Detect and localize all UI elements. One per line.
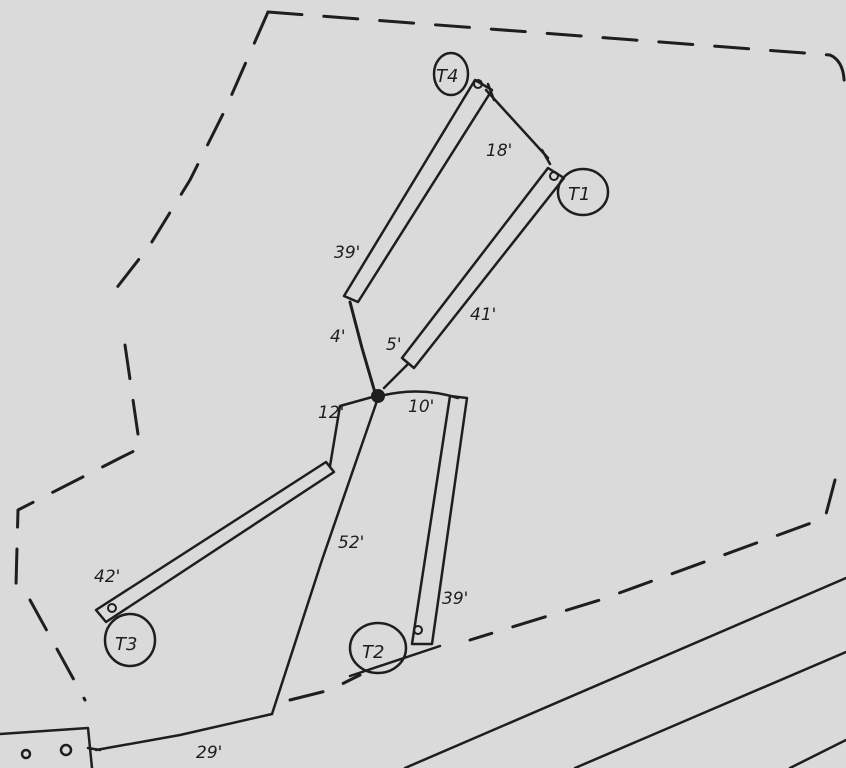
tube-right-top: [400, 166, 566, 370]
wire-bottom-run: [94, 712, 274, 752]
label-short-right: 5': [386, 335, 402, 355]
terminal-circle-t1: [556, 167, 610, 217]
terminal-circle-t3: [103, 612, 157, 668]
terminal-circle-t2: [348, 621, 408, 675]
box-screw-right: [59, 743, 73, 757]
label-left-joint: 12': [318, 403, 344, 423]
wire-main-lead: [270, 396, 380, 716]
label-t4: T4: [436, 66, 458, 87]
tube-lower-left: [94, 460, 336, 624]
label-right-joint: 10': [408, 397, 434, 417]
tube-end-markers: [107, 79, 559, 635]
terminal-circles: [103, 51, 610, 675]
wire-short-right: [382, 362, 410, 390]
wire-top-link: [484, 88, 550, 160]
label-lower-right-bar: 39': [442, 589, 468, 609]
box-screw-left: [20, 748, 32, 760]
wire-left-joint: [328, 394, 378, 468]
junction-dot: [371, 389, 385, 403]
wire-right-joint: [378, 390, 460, 400]
label-left-top-bar: 39': [334, 243, 360, 263]
label-short-left: 4': [330, 327, 346, 347]
label-top-link: 18': [486, 141, 512, 161]
label-main-lead: 52': [338, 533, 364, 553]
label-lower-left-bar: 42': [94, 567, 120, 587]
wire-short-left: [348, 300, 378, 398]
electrical-box: [0, 726, 102, 768]
baseboard-lines: [348, 576, 846, 768]
label-right-top-bar: 41': [470, 305, 496, 325]
label-t3: T3: [115, 634, 137, 655]
tube-lower-right: [410, 394, 469, 646]
label-bottom-run: 29': [196, 743, 222, 763]
dashed-boundary: [14, 10, 846, 702]
wires: [94, 82, 552, 752]
tube-left-top: [342, 78, 494, 304]
terminal-circle-t4: [432, 51, 470, 97]
label-t1: T1: [568, 184, 590, 205]
label-t2: T2: [362, 642, 384, 663]
